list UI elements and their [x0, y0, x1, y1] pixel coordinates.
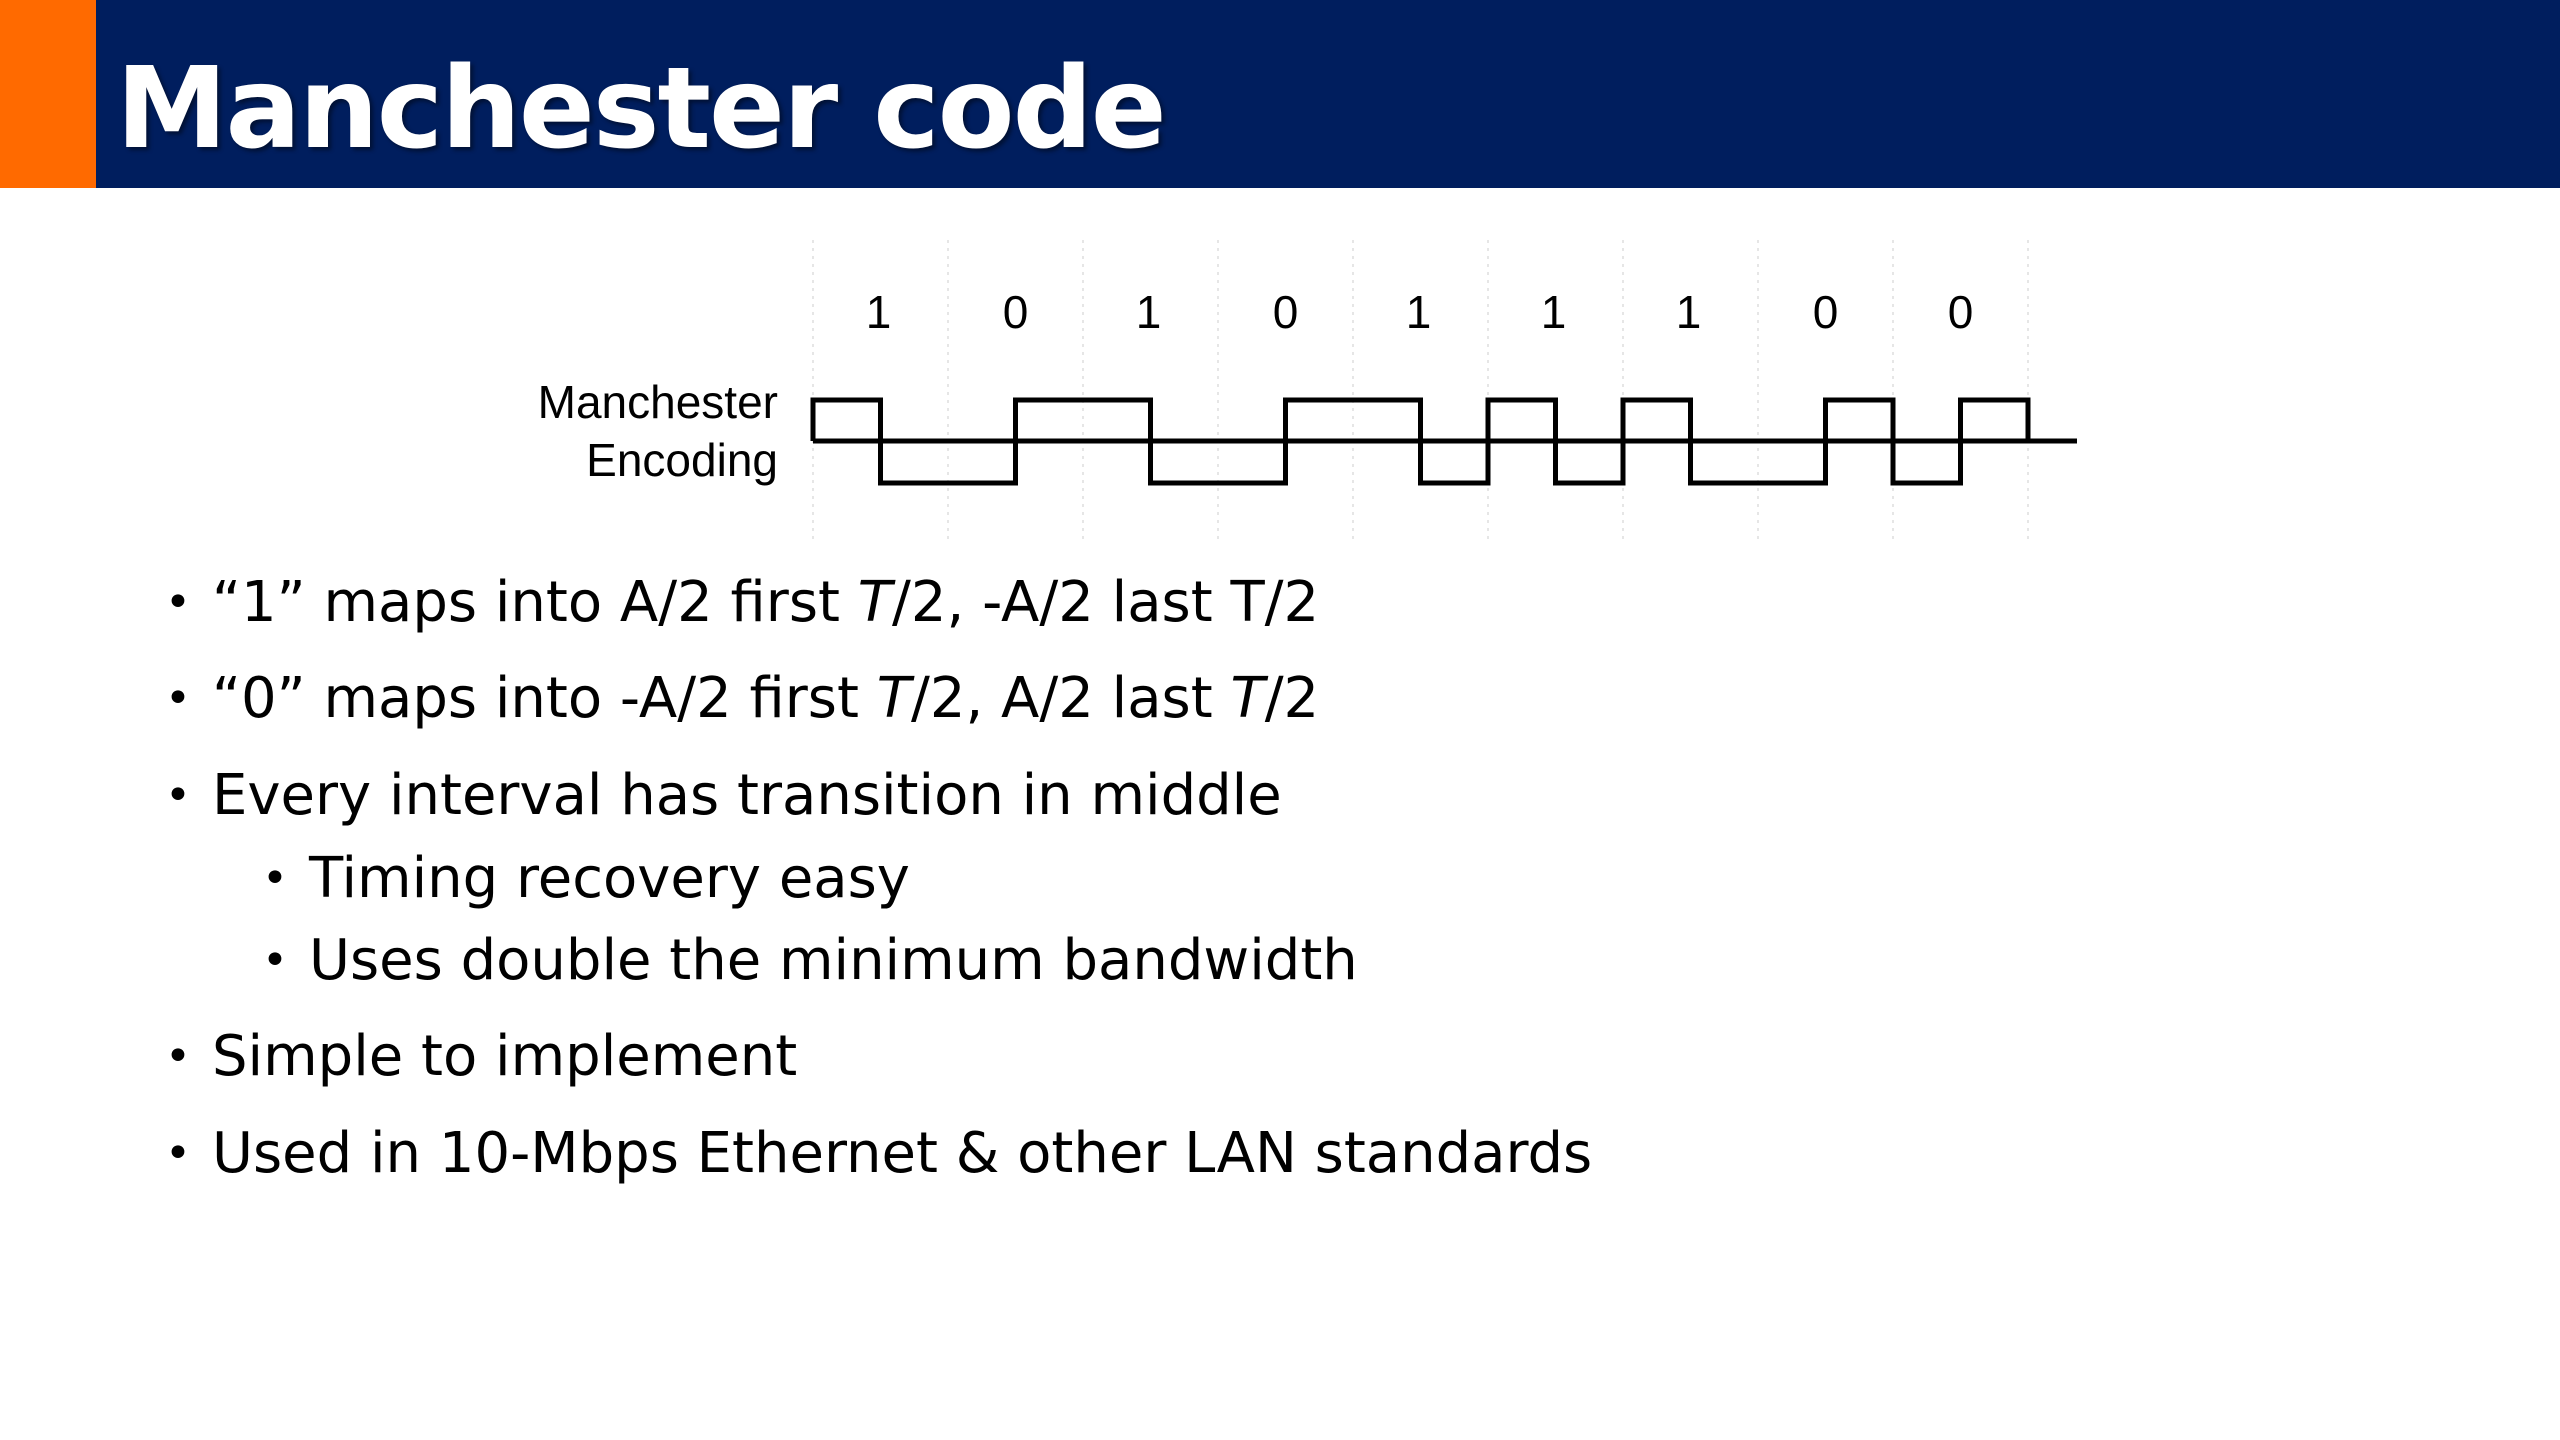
bit-label: 1: [1406, 286, 1432, 338]
slide-title: Manchester code: [116, 44, 1167, 174]
bullet-marker: •: [165, 1031, 191, 1082]
manchester-diagram: 1 0 1 0 1 1 1 0 0 Manchester Encoding: [0, 200, 2560, 560]
bullet-text-segment: /2, A/2 last: [910, 666, 1231, 731]
bit-label: 0: [1948, 286, 1974, 338]
bullet-text-segment: T: [1230, 666, 1265, 731]
bullet-text-segment: Timing recovery easy: [309, 846, 910, 911]
bit-label: 0: [1003, 286, 1029, 338]
bit-label: 1: [1676, 286, 1702, 338]
title-bar: Manchester code: [0, 0, 2560, 188]
bit-label: 1: [866, 286, 892, 338]
bullet-text-segment: Uses double the minimum bandwidth: [309, 928, 1358, 993]
bullet-item: Every interval has transition in middle: [212, 761, 1282, 831]
bullet-text-segment: /2: [1264, 666, 1320, 731]
bullet-marker: •: [165, 673, 191, 724]
diagram-label-line1: Manchester: [537, 376, 778, 428]
bullet-item: “0” maps into -A/2 first T/2, A/2 last T…: [212, 664, 1319, 734]
bullet-text-segment: “1” maps into A/2 first: [212, 570, 858, 635]
bullet-marker: •: [165, 1128, 191, 1179]
bullet-item: Used in 10-Mbps Ethernet & other LAN sta…: [212, 1119, 1592, 1189]
bullet-text-segment: /2, -A/2 last T/2: [891, 570, 1320, 635]
bullet-text-segment: Used in 10-Mbps Ethernet & other LAN sta…: [212, 1121, 1593, 1186]
sub-bullet-item: Uses double the minimum bandwidth: [309, 926, 1358, 996]
bit-label: 0: [1813, 286, 1839, 338]
bullet-item: “1” maps into A/2 first T/2, -A/2 last T…: [212, 568, 1319, 638]
bullet-text-segment: T: [857, 570, 892, 635]
bit-label: 1: [1136, 286, 1162, 338]
bit-label: 1: [1541, 286, 1567, 338]
bit-label: 0: [1273, 286, 1299, 338]
bullet-text-segment: Simple to implement: [212, 1024, 798, 1089]
bullet-marker: •: [165, 770, 191, 821]
title-accent-block: [0, 0, 96, 188]
manchester-waveform-figure: 1 0 1 0 1 1 1 0 0: [810, 240, 2077, 540]
bullet-text-segment: “0” maps into -A/2 first: [212, 666, 877, 731]
bullet-text-segment: Every interval has transition in middle: [212, 763, 1282, 828]
bullet-marker: •: [262, 853, 288, 904]
diagram-label-line2: Encoding: [586, 434, 778, 486]
manchester-waveform: [810, 397, 2031, 486]
bullet-marker: •: [262, 935, 288, 986]
sub-bullet-item: Timing recovery easy: [309, 844, 910, 914]
bullet-item: Simple to implement: [212, 1022, 797, 1092]
bullet-marker: •: [165, 577, 191, 628]
bullet-text-segment: T: [876, 666, 911, 731]
